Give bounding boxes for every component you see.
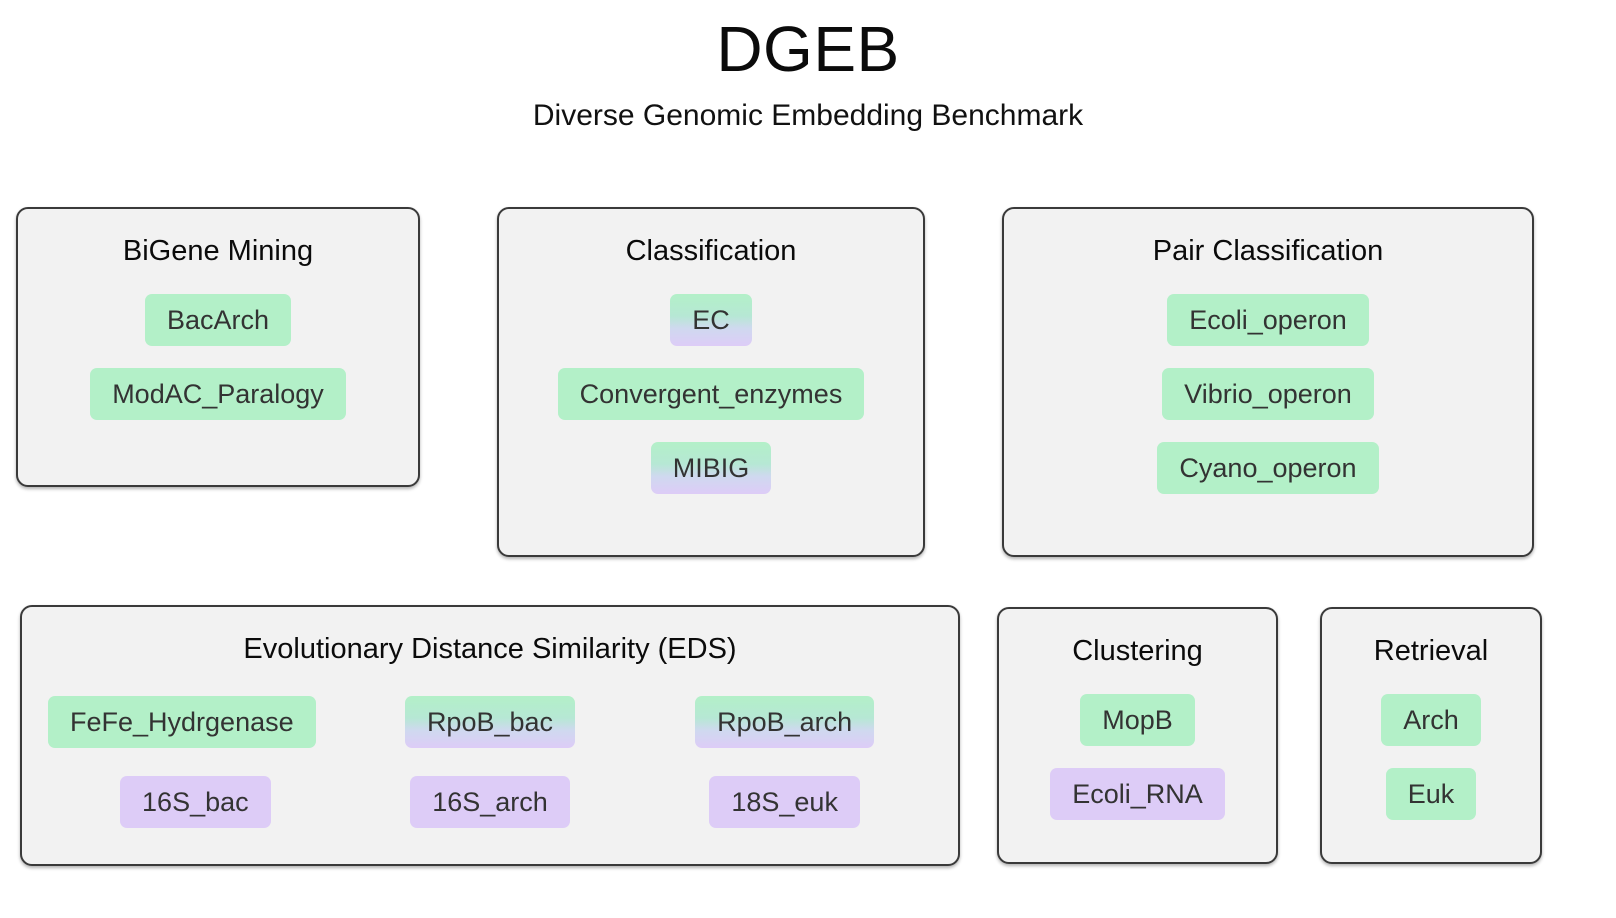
task-pill-16s-bac[interactable]: 16S_bac [120, 776, 271, 829]
task-pill-18s-euk[interactable]: 18S_euk [709, 776, 860, 829]
task-list-clustering: MopB Ecoli_RNA [999, 694, 1276, 821]
page-title: DGEB [716, 13, 900, 85]
task-pill-mibig[interactable]: MIBIG [650, 442, 772, 495]
task-pill-bacarch[interactable]: BacArch [144, 294, 292, 347]
panel-title-clustering: Clustering [1072, 635, 1203, 667]
eds-cell: 18S_euk [637, 776, 932, 829]
panel-title-eds: Evolutionary Distance Similarity (EDS) [243, 633, 737, 665]
task-pill-euk[interactable]: Euk [1385, 768, 1477, 821]
panel-title-bigene-mining: BiGene Mining [122, 235, 314, 267]
task-pill-arch[interactable]: Arch [1381, 694, 1481, 747]
panel-retrieval: Retrieval Arch Euk [1320, 607, 1542, 864]
task-list-eds: FeFe_Hydrgenase RpoB_bac RpoB_arch 16S_b… [22, 696, 958, 829]
task-pill-rpob-arch[interactable]: RpoB_arch [695, 696, 875, 749]
panel-title-classification: Classification [625, 235, 797, 267]
eds-cell: 16S_arch [343, 776, 638, 829]
task-pill-ec[interactable]: EC [670, 294, 752, 347]
task-pill-vibrio-operon[interactable]: Vibrio_operon [1162, 368, 1374, 421]
task-list-classification: EC Convergent_enzymes MIBIG [499, 294, 923, 495]
eds-cell: FeFe_Hydrgenase [48, 696, 343, 749]
task-list-bigene-mining: BacArch ModAC_Paralogy [18, 294, 418, 421]
eds-cell: RpoB_bac [343, 696, 638, 749]
task-pill-rpob-bac[interactable]: RpoB_bac [404, 696, 576, 749]
panel-bigene-mining: BiGene Mining BacArch ModAC_Paralogy [16, 207, 420, 487]
eds-cell: 16S_bac [48, 776, 343, 829]
task-list-retrieval: Arch Euk [1322, 694, 1540, 821]
panel-title-retrieval: Retrieval [1373, 635, 1489, 667]
panel-title-pair-classification: Pair Classification [1152, 235, 1384, 267]
page-header: DGEB Diverse Genomic Embedding Benchmark [0, 0, 1616, 133]
panel-classification: Classification EC Convergent_enzymes MIB… [497, 207, 925, 557]
task-pill-convergent-enzymes[interactable]: Convergent_enzymes [557, 368, 865, 421]
task-pill-modac-paralogy[interactable]: ModAC_Paralogy [90, 368, 346, 421]
task-pill-ecoli-rna[interactable]: Ecoli_RNA [1050, 768, 1225, 821]
panel-eds: Evolutionary Distance Similarity (EDS) F… [20, 605, 960, 866]
task-pill-mopb[interactable]: MopB [1080, 694, 1195, 747]
task-pill-16s-arch[interactable]: 16S_arch [410, 776, 570, 829]
task-list-pair-classification: Ecoli_operon Vibrio_operon Cyano_operon [1004, 294, 1532, 495]
task-pill-ecoli-operon[interactable]: Ecoli_operon [1167, 294, 1369, 347]
panel-clustering: Clustering MopB Ecoli_RNA [997, 607, 1278, 864]
panel-pair-classification: Pair Classification Ecoli_operon Vibrio_… [1002, 207, 1534, 557]
task-pill-cyano-operon[interactable]: Cyano_operon [1157, 442, 1379, 495]
page-subtitle: Diverse Genomic Embedding Benchmark [532, 99, 1084, 133]
eds-cell: RpoB_arch [637, 696, 932, 749]
task-pill-fefe-hydrgenase[interactable]: FeFe_Hydrgenase [48, 696, 316, 749]
